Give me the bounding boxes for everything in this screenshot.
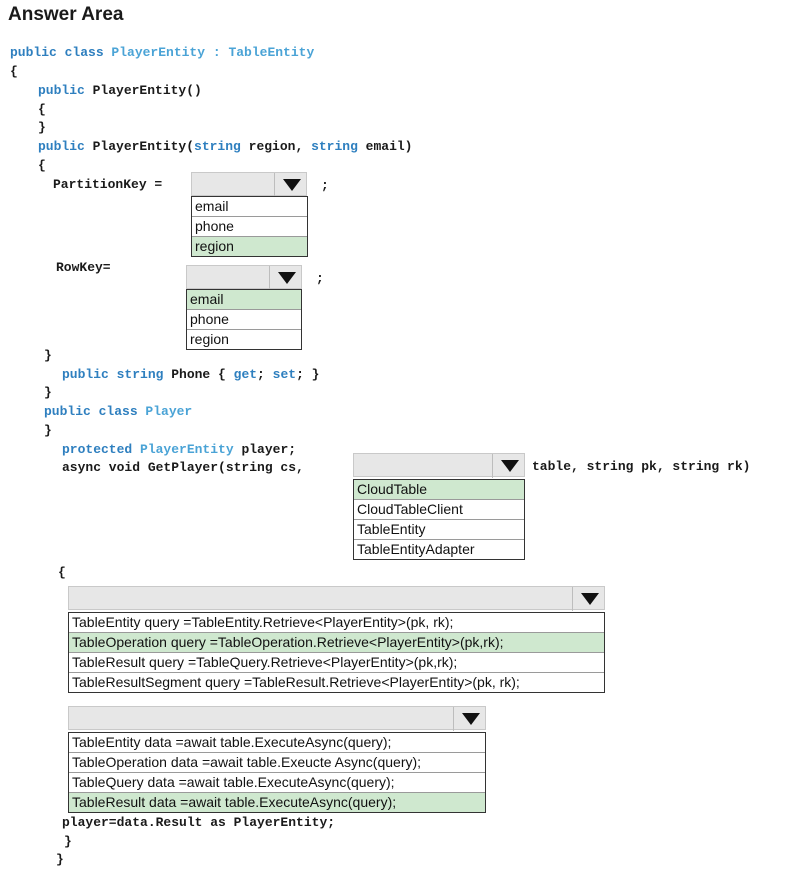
query-dropdown[interactable]: TableEntity query =TableEntity.Retrieve<…: [68, 586, 606, 693]
dropdown-arrow-button[interactable]: [269, 266, 303, 290]
query-select[interactable]: [68, 586, 606, 611]
query-options: TableEntity query =TableEntity.Retrieve<…: [68, 612, 605, 693]
row-key-dropdown[interactable]: email phone region: [186, 265, 303, 350]
code-brace: {: [38, 158, 46, 173]
table-type-select[interactable]: [353, 453, 526, 478]
type-name: PlayerEntity: [140, 442, 234, 457]
code-line-phone-prop: public string Phone { get; set; }: [62, 367, 319, 383]
code-brace: }: [44, 348, 52, 363]
code-brace: }: [44, 423, 52, 438]
keyword: get: [233, 367, 258, 382]
option-table-result-data[interactable]: TableResult data =await table.ExecuteAsy…: [69, 793, 485, 812]
code-line-player-class: public class Player: [44, 404, 192, 420]
partition-key-dropdown[interactable]: email phone region: [191, 172, 309, 257]
code-line-result: player=data.Result as PlayerEntity;: [62, 815, 336, 830]
partition-key-label: PartitionKey =: [53, 177, 163, 192]
option-table-entity-query[interactable]: TableEntity query =TableEntity.Retrieve<…: [69, 613, 604, 633]
type-name: Player: [145, 404, 193, 419]
code-text: PlayerEntity(): [92, 83, 202, 98]
option-phone[interactable]: phone: [187, 310, 301, 330]
option-table-operation-data[interactable]: TableOperation data =await table.Exeucte…: [69, 753, 485, 773]
keyword: protected: [62, 442, 141, 457]
code-brace: {: [10, 64, 18, 79]
triangle-down-icon: [277, 272, 296, 284]
option-table-entity-data[interactable]: TableEntity data =await table.ExecuteAsy…: [69, 733, 485, 753]
code-text: player;: [233, 442, 297, 457]
triangle-down-icon: [282, 179, 301, 191]
keyword: string: [311, 139, 366, 154]
option-table-query-data[interactable]: TableQuery data =await table.ExecuteAsyn…: [69, 773, 485, 793]
code-text: PlayerEntity(: [92, 139, 195, 154]
code-line-ctor-params: public PlayerEntity(string region, strin…: [38, 139, 412, 155]
triangle-down-icon: [461, 713, 480, 725]
code-brace: }: [38, 120, 46, 135]
code-brace: }: [64, 834, 72, 849]
option-phone[interactable]: phone: [192, 217, 307, 237]
table-type-options: CloudTable CloudTableClient TableEntity …: [353, 479, 525, 560]
code-text: email): [365, 139, 413, 154]
dropdown-arrow-button[interactable]: [453, 707, 487, 731]
code-line-class-decl: public class PlayerEntity : TableEntity: [10, 45, 314, 61]
partition-key-options: email phone region: [191, 196, 308, 257]
code-line-ctor-default: public PlayerEntity(): [38, 83, 202, 99]
row-key-select[interactable]: [186, 265, 303, 290]
code-brace: {: [58, 565, 66, 580]
dropdown-arrow-button[interactable]: [572, 587, 606, 611]
answer-area-title: Answer Area: [8, 4, 124, 25]
option-cloud-table[interactable]: CloudTable: [354, 480, 524, 500]
option-table-result-query[interactable]: TableResult query =TableQuery.Retrieve<P…: [69, 653, 604, 673]
keyword: string: [194, 139, 249, 154]
code-brace: }: [44, 385, 52, 400]
code-text: ;: [257, 367, 273, 382]
option-email[interactable]: email: [192, 197, 307, 217]
row-key-options: email phone region: [186, 289, 302, 350]
code-text: ; }: [296, 367, 320, 382]
keyword: set: [272, 367, 297, 382]
triangle-down-icon: [500, 460, 519, 472]
keyword: public string: [62, 367, 172, 382]
semicolon: ;: [321, 178, 329, 193]
code-line-get-player-tail: table, string pk, string rk): [532, 459, 751, 474]
keyword: public class: [10, 45, 112, 60]
option-table-entity[interactable]: TableEntity: [354, 520, 524, 540]
option-email[interactable]: email: [187, 290, 301, 310]
keyword: public: [38, 83, 93, 98]
code-text: Phone {: [171, 367, 234, 382]
data-dropdown[interactable]: TableEntity data =await table.ExecuteAsy…: [68, 706, 487, 813]
option-table-operation-query[interactable]: TableOperation query =TableOperation.Ret…: [69, 633, 604, 653]
table-type-dropdown[interactable]: CloudTable CloudTableClient TableEntity …: [353, 453, 526, 560]
data-select[interactable]: [68, 706, 487, 731]
code-brace: {: [38, 102, 46, 117]
keyword: public class: [44, 404, 146, 419]
code-text: region,: [248, 139, 312, 154]
option-region[interactable]: region: [190, 331, 229, 347]
row-key-label: RowKey=: [56, 260, 111, 275]
code-line-get-player: async void GetPlayer(string cs,: [62, 460, 304, 475]
triangle-down-icon: [580, 593, 599, 605]
option-cloud-table-client[interactable]: CloudTableClient: [354, 500, 524, 520]
dropdown-arrow-button[interactable]: [492, 454, 526, 478]
option-table-entity-adapter[interactable]: TableEntityAdapter: [357, 541, 475, 557]
partition-key-select[interactable]: [191, 172, 308, 197]
keyword: public: [38, 139, 93, 154]
code-brace: }: [56, 852, 64, 867]
semicolon: ;: [316, 271, 324, 286]
type-name: PlayerEntity : TableEntity: [111, 45, 315, 60]
option-region[interactable]: region: [192, 237, 307, 256]
option-table-result-segment-query[interactable]: TableResultSegment query =TableResult.Re…: [72, 674, 520, 690]
code-line-player-field: protected PlayerEntity player;: [62, 442, 296, 458]
dropdown-arrow-button[interactable]: [274, 173, 308, 197]
data-options: TableEntity data =await table.ExecuteAsy…: [68, 732, 486, 813]
